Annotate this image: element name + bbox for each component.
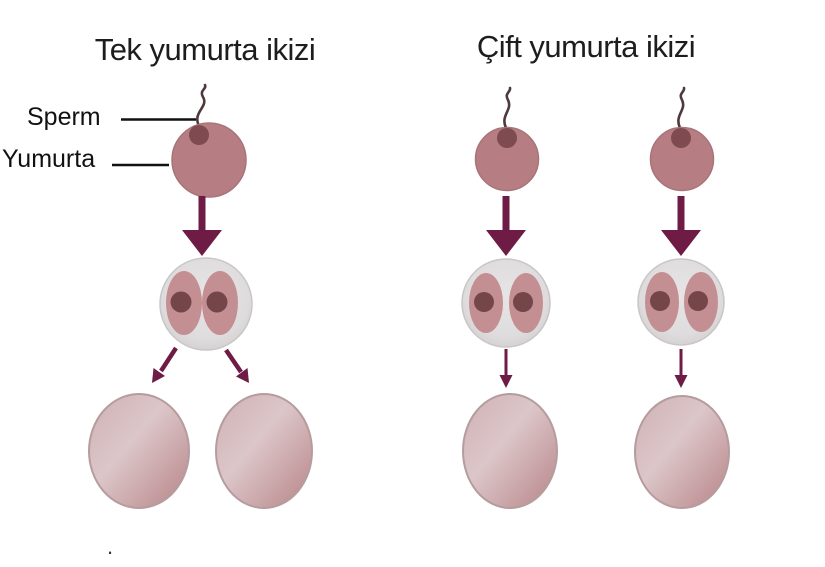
egg-cell-icon (474, 126, 540, 192)
fraternal-twin-column-a (461, 86, 558, 509)
thin-down-arrow-icon (499, 349, 513, 388)
sperm-head-icon (497, 128, 517, 148)
two-cell-stage-icon (159, 257, 253, 351)
left-panel-title: Tek yumurta ikizi (94, 32, 316, 67)
stray-period: . (107, 534, 114, 559)
nucleus (513, 292, 533, 312)
arrow-head (499, 375, 513, 388)
nucleus (170, 291, 192, 313)
split-arrow-left-icon (152, 346, 178, 383)
egg-cell-icon (649, 126, 715, 192)
arrow-shaft (224, 348, 243, 374)
arrow-head (236, 368, 249, 383)
fraternal-twin-column-b (634, 86, 730, 509)
nucleus (650, 291, 670, 311)
arrow-head (152, 368, 165, 383)
embryo-icon (634, 395, 730, 509)
sperm-head-icon (671, 128, 691, 148)
embryo-icon (462, 393, 558, 509)
right-panel-title: Çift yumurta ikizi (476, 29, 696, 64)
egg-cell-icon (171, 122, 247, 198)
sperm-label: Sperm (27, 103, 101, 131)
two-cell-stage-icon (461, 258, 551, 348)
egg-label: Yumurta (2, 145, 96, 173)
thin-down-arrow-icon (674, 349, 688, 388)
arrow-head (674, 375, 688, 388)
split-arrow-right-icon (224, 348, 249, 383)
down-arrow-icon (182, 196, 222, 256)
nucleus (206, 291, 228, 313)
embryo-icon (88, 393, 190, 509)
sperm-tail-icon (503, 86, 512, 130)
down-arrow-icon (486, 196, 526, 256)
sperm-tail-icon (677, 86, 686, 130)
sperm-head-icon (189, 125, 209, 145)
down-arrow-icon (661, 196, 701, 256)
nucleus (474, 292, 494, 312)
sperm-tail-icon (196, 83, 207, 128)
nucleus (688, 291, 708, 311)
identical-twin-column (88, 83, 313, 509)
arrow-shaft (159, 346, 178, 373)
two-cell-stage-icon (637, 258, 725, 346)
embryo-icon (215, 393, 313, 509)
